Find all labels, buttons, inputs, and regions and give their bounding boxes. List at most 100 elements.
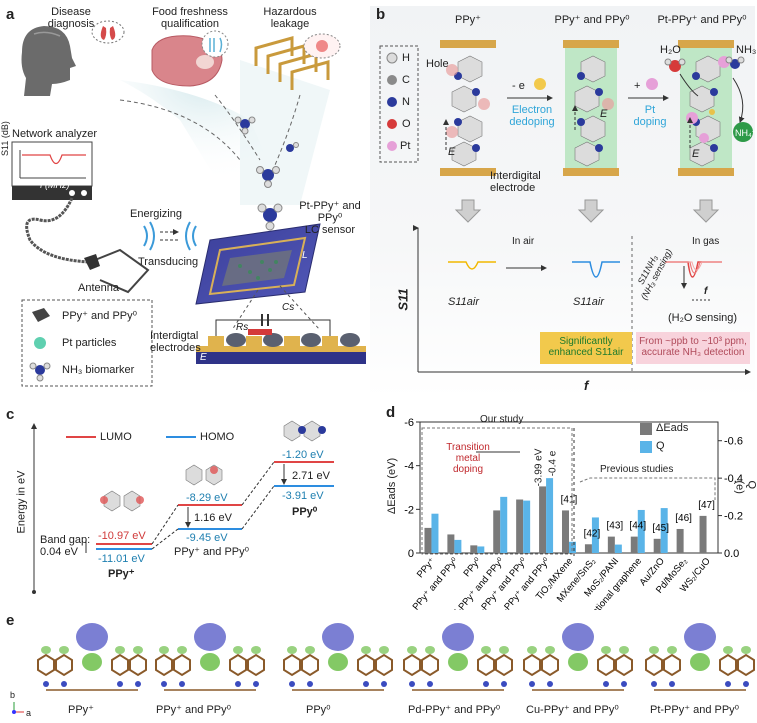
bar-Q (546, 478, 554, 553)
orbital-lobe (425, 646, 435, 654)
ring (247, 653, 265, 677)
transducing-label: Transducing (138, 256, 199, 268)
n-atom (501, 681, 507, 687)
h2o-sensing-label: (H₂O sensing) (668, 312, 738, 324)
orbital-lobe (741, 646, 751, 654)
legend-item-ppy: PPy⁺ and PPy⁰ (62, 310, 138, 322)
n-atom (135, 681, 141, 687)
bar-Q (614, 544, 622, 553)
y-tick-label-left: -6 (404, 417, 414, 429)
ring (301, 653, 319, 677)
ring (155, 653, 173, 677)
ring (615, 653, 633, 677)
in-air-label: In air (512, 236, 535, 247)
bar-Q (591, 517, 599, 553)
f-small-label: f (704, 286, 708, 297)
n-atom (43, 681, 49, 687)
e-name-4: Pd-PPy⁺ and PPy⁰ (408, 704, 501, 716)
ref-label: [44] (629, 521, 646, 532)
orbital-lobe (159, 646, 169, 654)
level-mix-gap: 1.16 eV (194, 512, 232, 524)
bar-dEads (562, 510, 569, 553)
orbital-lobe (233, 646, 243, 654)
atom-h: H (402, 52, 410, 64)
level-ppy-plus-lumo: -10.97 eV (98, 530, 146, 542)
bar-dEads (584, 544, 592, 553)
ring (541, 653, 559, 677)
ring (111, 653, 129, 677)
pipes-icon (254, 36, 330, 90)
h2o-label: H₂O (660, 44, 681, 56)
n-atom (669, 681, 675, 687)
panel-a-label: a (6, 6, 15, 23)
n-atom (427, 681, 433, 687)
band-gap-label: Band gap: 0.04 eV (40, 534, 91, 558)
y-tick-label-right: -0.2 (724, 511, 743, 523)
n-atom (161, 681, 167, 687)
e-name-3: PPy⁰ (306, 704, 331, 716)
lumo-legend: LUMO (100, 431, 132, 443)
axis-b-label: b (10, 690, 16, 700)
bar-Q (431, 513, 439, 553)
in-gas-label: In gas (692, 236, 720, 247)
orbital-lobe (194, 623, 226, 651)
accurate-label: From ~ppb to ~10³ ppm, accurate NH₃ dete… (639, 336, 747, 358)
s11-air-2: S11air (573, 296, 604, 308)
n-atom (363, 681, 369, 687)
bar-dEads (470, 545, 478, 553)
e-label: E (200, 352, 207, 363)
ring (597, 653, 615, 677)
ring (495, 653, 513, 677)
level-mix-homo: -9.45 eV (186, 532, 228, 544)
ring (375, 653, 393, 677)
orbital-lobe (133, 646, 143, 654)
orbital-lobe (287, 646, 297, 654)
b-e-3: E (692, 148, 700, 160)
app-disease: Disease diagnosis (47, 6, 95, 30)
bar-dEads (653, 538, 661, 553)
ref-label: [42] (584, 528, 601, 539)
n-atom (743, 681, 749, 687)
c-name-ppy0: PPy⁰ (292, 506, 318, 518)
axis-a-label: a (26, 708, 32, 718)
ring (283, 653, 301, 677)
orbital-lobe (649, 646, 659, 654)
bar-Q (637, 509, 645, 553)
panel-b-label: b (376, 6, 386, 23)
energizing-label: Energizing (130, 208, 182, 220)
plus-label: + (634, 80, 641, 92)
ref-label: [43] (607, 521, 624, 532)
y-tick-label-left: -2 (404, 504, 414, 516)
atom-o: O (402, 118, 411, 130)
orbital-lobe (379, 646, 389, 654)
n-atom (725, 681, 731, 687)
bar-Q (477, 546, 485, 553)
legend-swatch-dEads (640, 423, 652, 435)
bar-Q (660, 508, 668, 553)
atom-n: N (402, 96, 410, 108)
electron-dedoping-label: Electron dedoping (509, 104, 555, 128)
bar-dEads (607, 536, 615, 553)
l-label: L (302, 250, 308, 261)
orbital-lobe (177, 646, 187, 654)
sensor-label: Pt-PPy⁺ and PPy⁰ LC sensor (299, 200, 361, 236)
legend-item-nh3: NH₃ biomarker (62, 364, 135, 376)
n-atom (547, 681, 553, 687)
bar-dEads (630, 536, 638, 553)
orbital-lobe (41, 646, 51, 654)
ref-label: [41] (561, 494, 578, 505)
panel-d-label: d (386, 404, 396, 421)
orbital-lobe (361, 646, 371, 654)
level-ppy0-homo: -3.91 eV (282, 490, 324, 502)
orbital-lobe (667, 646, 677, 654)
bar-dEads (699, 515, 707, 553)
nh3-label: NH₃ (736, 44, 757, 56)
orbital-lobe (115, 646, 125, 654)
interdigital-label: Interdigtal electrodes (150, 330, 201, 354)
orbital-lobe (82, 653, 102, 671)
n-atom (603, 681, 609, 687)
panel-a-graphic (11, 20, 366, 387)
c-name-ppy-plus: PPy⁺ (108, 568, 135, 580)
bar-dEads (424, 527, 432, 553)
ring (645, 653, 663, 677)
